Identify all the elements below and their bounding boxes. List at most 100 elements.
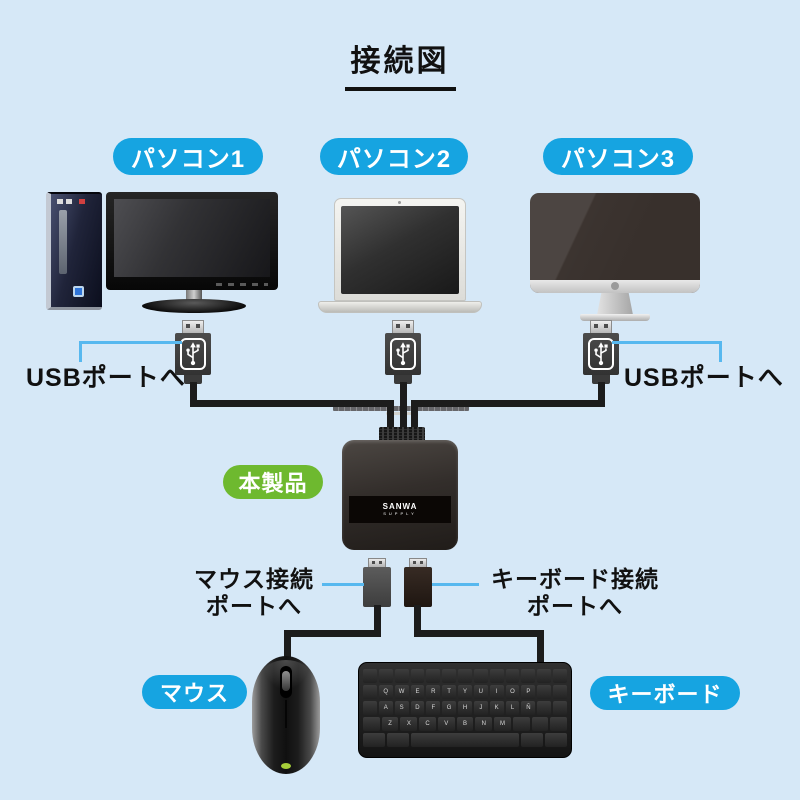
keyboard-key: J bbox=[473, 701, 488, 715]
keyboard-key bbox=[410, 733, 520, 747]
usb-metal-tip bbox=[392, 320, 414, 333]
mouse-button-groove bbox=[285, 700, 287, 728]
mouse-graphic bbox=[252, 656, 320, 774]
label-pc1: パソコン1 bbox=[113, 138, 263, 175]
keyboard-key: H bbox=[458, 701, 472, 715]
label-pc3: パソコン3 bbox=[543, 138, 693, 175]
usb-metal-tip bbox=[368, 558, 386, 567]
keyboard-key: X bbox=[400, 717, 418, 731]
keyboard-key: T bbox=[442, 685, 457, 699]
label-mouse-text: マウス bbox=[159, 681, 229, 706]
keyboard-key: C bbox=[419, 717, 436, 731]
label-pc2: パソコン2 bbox=[320, 138, 468, 175]
leader-line-usb-right bbox=[612, 341, 722, 344]
usb-plug-icon-pc2 bbox=[385, 320, 421, 384]
label-pc1-text: パソコン1 bbox=[130, 146, 246, 173]
keyboard-key bbox=[545, 733, 568, 747]
keyboard-key bbox=[473, 669, 488, 683]
leader-line-usb-left bbox=[79, 341, 182, 344]
keyboard-key: I bbox=[489, 685, 504, 699]
label-product: 本製品 bbox=[223, 465, 323, 499]
mouse-plug-icon bbox=[362, 558, 392, 607]
usb-emblem bbox=[180, 338, 206, 370]
mouse-port-label-line1: マウス接続 bbox=[194, 566, 314, 592]
laptop-webcam-icon bbox=[398, 201, 401, 204]
laptop-base bbox=[318, 301, 482, 415]
label-product-text: 本製品 bbox=[238, 471, 308, 496]
cable-pc3-across bbox=[411, 400, 605, 407]
brand-logo: SANWA bbox=[382, 502, 418, 511]
monitor-bezel bbox=[106, 192, 278, 290]
keyboard-key bbox=[410, 669, 425, 683]
brand-logo-sub: SUPPLY bbox=[383, 511, 417, 516]
keyboard-key: M bbox=[494, 717, 511, 731]
leader-line-mouse-port bbox=[322, 583, 364, 586]
usb-plug-icon-pc1 bbox=[175, 320, 211, 384]
keyboard-port-label-line2: ポートへ bbox=[527, 593, 623, 619]
keyboard-key bbox=[394, 669, 409, 683]
usb-plug-body bbox=[385, 333, 421, 375]
usb-emblem bbox=[588, 338, 614, 370]
keyboard-key bbox=[537, 685, 552, 699]
keyboard-key: F bbox=[426, 701, 441, 715]
laptop-graphic bbox=[318, 198, 482, 415]
keyboard-key: A bbox=[378, 701, 393, 715]
keyboard-key: Y bbox=[458, 685, 472, 699]
keyboard-key bbox=[537, 701, 552, 715]
laptop-screen bbox=[341, 206, 459, 294]
keyboard-key bbox=[442, 669, 457, 683]
label-pc3-text: パソコン3 bbox=[560, 146, 676, 173]
usb-plug-body bbox=[175, 333, 211, 375]
all-in-one-stand-neck bbox=[597, 293, 633, 315]
keyboard-port-label-line1: キーボード接続 bbox=[491, 566, 659, 592]
keyboard-key bbox=[363, 669, 377, 683]
keyboard-key: U bbox=[473, 685, 488, 699]
usb-plug-neck bbox=[394, 375, 412, 384]
keyboard-key: L bbox=[505, 701, 520, 715]
cable-pc1-into-device bbox=[387, 400, 394, 428]
cable-mouse-across bbox=[284, 630, 381, 637]
keyboard-key: E bbox=[410, 685, 425, 699]
keyboard-key bbox=[553, 701, 567, 715]
keyboard-key: Z bbox=[381, 717, 399, 731]
mouse-port-label: マウス接続 ポートへ bbox=[176, 566, 332, 620]
usb-plug-neck bbox=[592, 375, 610, 384]
cable-keyboard-across bbox=[414, 630, 544, 637]
keyboard-key bbox=[553, 685, 567, 699]
usb-plug-body bbox=[583, 333, 619, 375]
cable-pc3-down bbox=[598, 382, 605, 404]
all-in-one-graphic bbox=[530, 193, 700, 323]
usb-plug-icon-pc3 bbox=[583, 320, 619, 384]
keyboard-key: K bbox=[489, 701, 504, 715]
leader-line-usb-right-drop bbox=[719, 341, 722, 362]
keyboard-key: N bbox=[475, 717, 493, 731]
keyboard-key bbox=[378, 669, 393, 683]
usb-emblem bbox=[390, 338, 416, 370]
keyboard-key bbox=[458, 669, 472, 683]
label-keyboard: キーボード bbox=[590, 676, 740, 710]
cable-pc1-down bbox=[190, 382, 197, 404]
keyboard-key bbox=[363, 717, 380, 731]
keyboard-key bbox=[505, 669, 520, 683]
usb-port-label-right: USBポートへ bbox=[624, 364, 784, 392]
keyboard-key: R bbox=[426, 685, 441, 699]
cable-pc2-down bbox=[400, 382, 407, 428]
monitor-graphic bbox=[106, 192, 278, 313]
cable-mouse-into-mouse bbox=[284, 630, 291, 660]
keyboard-key: P bbox=[521, 685, 536, 699]
mouse-led-icon bbox=[281, 763, 291, 769]
usb-metal-tip bbox=[182, 320, 204, 333]
keyboard-key: V bbox=[437, 717, 455, 731]
usb-plug-neck bbox=[184, 375, 202, 384]
label-keyboard-text: キーボード bbox=[607, 682, 723, 707]
tower-power-button-icon bbox=[73, 286, 84, 297]
keyboard-key: G bbox=[442, 701, 457, 715]
usb-trident-icon bbox=[186, 342, 200, 366]
cable-pc1-across bbox=[190, 400, 394, 407]
tower-drive-slot bbox=[59, 210, 67, 274]
title-wrap: 接続図 bbox=[0, 36, 800, 91]
usb-metal-tip bbox=[409, 558, 427, 567]
keyboard-key bbox=[553, 669, 567, 683]
